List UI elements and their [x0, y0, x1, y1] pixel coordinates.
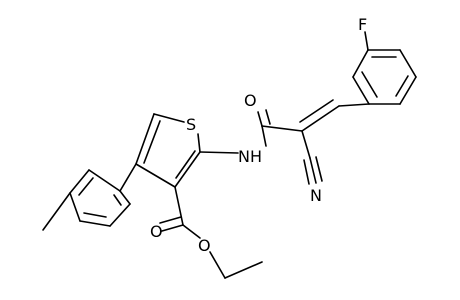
- bond-c3-carbonyl: [174, 186, 184, 226]
- bond-c4-c3: [135, 163, 176, 188]
- tolyl-bond-6-double: [113, 194, 122, 206]
- bond-c4-ar: [119, 163, 137, 192]
- fluorine-label: F: [358, 15, 367, 34]
- bond-carbonyl-o-double: [159, 216, 182, 224]
- fluorophenyl-group: [352, 31, 417, 105]
- tolyl-bond-5: [109, 203, 131, 227]
- amide-nitrogen-label: NH: [238, 147, 262, 166]
- bond-c5-c4-double: [143, 120, 161, 164]
- bond-nh-carbonyl: [261, 125, 267, 147]
- bond-c-f: [364, 31, 369, 51]
- tolyl-bond-4: [79, 220, 111, 227]
- bond-alpha-beta: [301, 105, 340, 132]
- tolyl-bond-2: [69, 169, 90, 194]
- ester-carbonyl-oxygen-label: O: [150, 222, 163, 241]
- bond-cn-triple-b: [303, 159, 310, 185]
- tolyl-group: [42, 163, 137, 231]
- fp-bond-1-double: [361, 71, 378, 98]
- atom-labels: S NH O N F O O: [150, 15, 367, 255]
- bond-alpha-cn: [301, 130, 311, 159]
- tolyl-bond-6: [119, 190, 131, 205]
- bond-s-c5: [153, 113, 185, 123]
- thiophene-ring: [135, 113, 201, 188]
- ester-ether-oxygen-label: O: [198, 236, 211, 255]
- bond-carbonyl-ether-o: [182, 224, 201, 239]
- bond-methyl: [42, 192, 71, 231]
- bond-c5-c4: [135, 113, 155, 165]
- ethyl-ester-group: [159, 186, 263, 279]
- fp-bond-2: [352, 49, 369, 78]
- bond-c3-c2-double: [175, 150, 196, 179]
- bond-cn-triple-c: [315, 156, 323, 182]
- bond-c3-c2: [174, 151, 201, 188]
- bond-ether-o-ch2: [209, 251, 226, 279]
- tolyl-bond-2-double: [78, 177, 94, 196]
- bond-amide-c-o-double: [265, 109, 271, 125]
- tolyl-bond-3: [69, 192, 81, 222]
- bond-amide-c-o: [257, 111, 263, 127]
- bond-carbonyl-o: [161, 224, 184, 232]
- bond-ch2-ch3: [224, 261, 263, 279]
- tolyl-bond-1: [88, 169, 121, 192]
- bond-alpha-beta-double: [299, 99, 334, 123]
- bond-beta-aryl: [338, 103, 370, 107]
- fp-bond-5-double: [395, 75, 409, 97]
- bond-carbonyl-alpha: [261, 125, 303, 132]
- sulfur-label: S: [186, 115, 196, 134]
- fp-bond-5: [399, 76, 417, 105]
- bond-cn-triple-a: [309, 157, 317, 184]
- amide-linker: [199, 99, 370, 185]
- amide-oxygen-label: O: [244, 91, 257, 110]
- fp-bond-1: [352, 76, 370, 105]
- bond-c2-nh: [199, 151, 239, 154]
- bond-c2-s: [197, 133, 201, 153]
- tolyl-bond-4-double: [83, 212, 107, 218]
- fp-bond-4: [399, 49, 417, 78]
- nitrile-nitrogen-label: N: [310, 186, 322, 205]
